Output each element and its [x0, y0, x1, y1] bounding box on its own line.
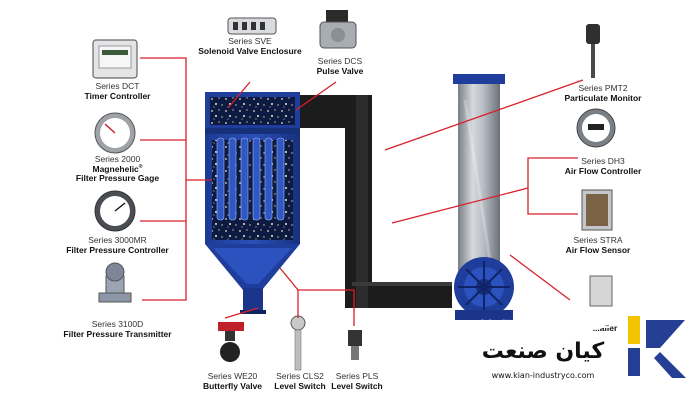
blower-fan — [454, 257, 514, 320]
brand-url: www.kian-industryco.com — [491, 371, 595, 380]
label-pls: Series PLS Level Switch — [322, 371, 392, 391]
name-pmt2: Particulate Monitor — [564, 92, 642, 103]
timer-controller-device — [92, 39, 138, 79]
label-2000: Series 2000 Magnehelic® Filter Pressure … — [55, 154, 180, 184]
label-3100d: Series 3100D Filter Pressure Transmitter — [45, 319, 190, 339]
label-dh3: Series DH3 Air Flow Controller — [548, 156, 658, 176]
name-partial: ...aller — [592, 323, 618, 333]
level-switch-pls-device — [348, 330, 362, 360]
series-sve: Series SVE — [228, 36, 272, 46]
solenoid-valve-enclosure-device — [227, 17, 277, 35]
brand-name-band — [474, 338, 612, 370]
brand-name: کیان صنعت — [481, 339, 605, 364]
name-we20: Butterfly Valve — [202, 380, 263, 391]
series-pmt2: Series PMT2 — [578, 83, 628, 93]
name-dct: Timer Controller — [84, 90, 151, 101]
label-3000mr: Series 3000MR Filter Pressure Controller — [50, 235, 185, 255]
label-dct: Series DCT Timer Controller — [60, 81, 175, 101]
series-3000mr: Series 3000MR — [88, 235, 147, 245]
series-cls2: Series CLS2 — [276, 371, 324, 381]
name-3000mr: Filter Pressure Controller — [66, 244, 169, 255]
name-sve: Solenoid Valve Enclosure — [198, 45, 302, 56]
filter-pressure-transmitter-device — [98, 262, 132, 303]
air-flow-sensor-device — [581, 189, 613, 231]
level-switch-cls2-device — [290, 315, 306, 371]
series-2000: Series 2000 — [94, 154, 141, 164]
name-dcs: Pulse Valve — [316, 65, 364, 76]
series-we20: Series WE20 — [207, 371, 258, 381]
name-cls2: Level Switch — [274, 380, 326, 391]
series-dct: Series DCT — [95, 81, 140, 91]
name-dh3: Air Flow Controller — [564, 165, 642, 176]
exhaust-stack — [453, 74, 505, 282]
butterfly-valve-device — [218, 322, 244, 362]
series-dh3: Series DH3 — [581, 156, 625, 166]
magnehelic-gage-device — [94, 112, 136, 154]
label-partial: ...aller — [585, 323, 625, 334]
name-stra: Air Flow Sensor — [565, 244, 631, 255]
label-pmt2: Series PMT2 Particulate Monitor — [548, 83, 658, 103]
name-pls: Level Switch — [331, 380, 383, 391]
leader-lines — [140, 57, 584, 326]
filter-pressure-controller-device — [94, 190, 136, 232]
filter-bags — [216, 137, 285, 221]
label-sve: Series SVE Solenoid Valve Enclosure — [190, 36, 310, 56]
label-cls2: Series CLS2 Level Switch — [265, 371, 335, 391]
particulate-monitor-device — [586, 24, 600, 78]
brand-phone: تلفن: ۰۲۱-۸۸۰۳۵۹۲۴ — [478, 317, 612, 332]
label-dcs: Series DCS Pulse Valve — [300, 56, 380, 76]
series-pls: Series PLS — [335, 371, 379, 381]
series-dcs: Series DCS — [317, 56, 363, 66]
partial-device — [589, 275, 613, 307]
series-3100d: Series 3100D — [91, 319, 144, 329]
name2-2000: Filter Pressure Gage — [75, 173, 160, 184]
company-logo-mark — [623, 312, 693, 380]
ductwork — [298, 95, 452, 308]
name-3100d: Filter Pressure Transmitter — [63, 328, 172, 339]
pulse-valve-device — [319, 10, 357, 49]
label-we20: Series WE20 Butterfly Valve — [195, 371, 270, 391]
series-stra: Series STRA — [573, 235, 623, 245]
collector-housing — [205, 92, 300, 314]
label-stra: Series STRA Air Flow Sensor — [548, 235, 648, 255]
air-flow-controller-device — [576, 108, 616, 148]
name-2000: Magnehelic® — [92, 163, 143, 174]
